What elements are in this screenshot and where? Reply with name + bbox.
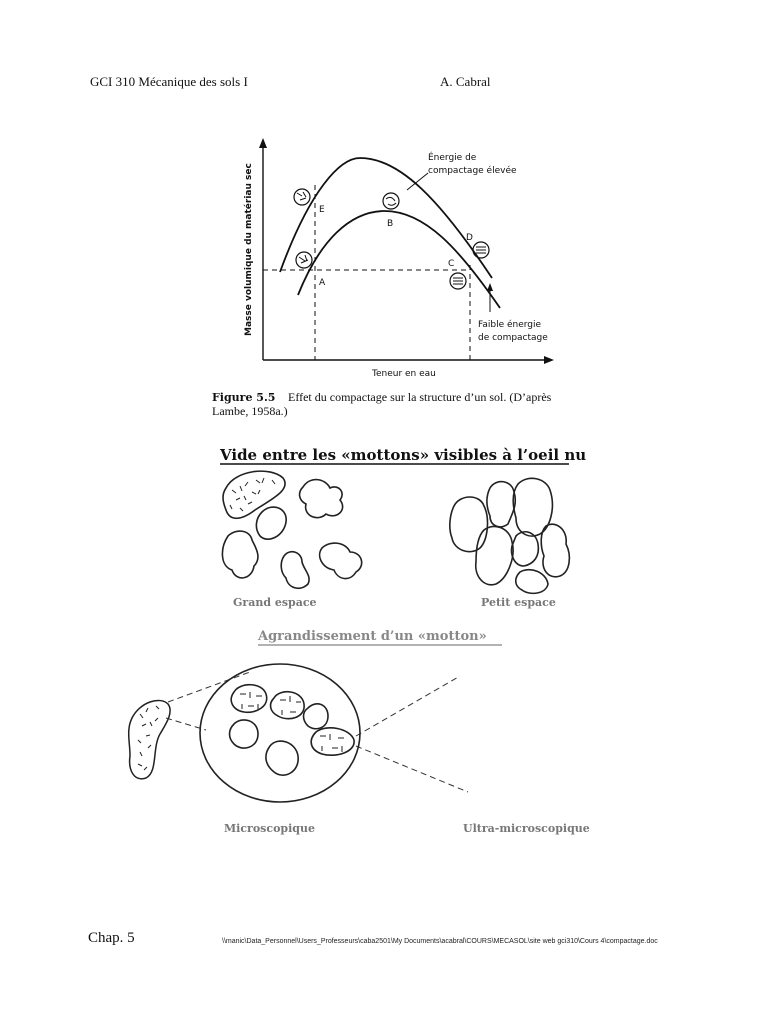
header-author: A. Cabral [440,74,491,89]
x-axis-arrow [544,356,554,364]
small-void-clod-group [449,477,571,595]
enlargement-section-title: Agrandissement d’un «motton» [257,629,487,644]
large-void-clod-group [221,470,363,590]
low-energy-label-line1: Faible énergie [478,319,542,330]
figure-number: Figure 5.5 [212,391,275,404]
high-energy-curve [279,157,493,279]
structure-circle-a [295,251,313,269]
point-c-label: C [448,259,454,269]
ultra-microscopic-label: Ultra-microscopique [463,822,590,835]
footer-chapter: Chap. 5 [88,930,135,946]
magnified-clod [199,663,361,803]
projection-line-ultra-bottom [355,745,469,793]
small-void-label: Petit espace [481,596,556,609]
large-void-label: Grand espace [233,596,317,609]
low-energy-label-line2: de compactage [478,333,548,343]
y-axis-arrow [259,138,267,148]
high-energy-label-line1: Énergie de [428,151,477,163]
high-energy-pointer [406,172,429,191]
point-a-label: A [319,278,326,288]
figure-caption-line1: Effet du compactage sur la structure d’u… [288,390,552,404]
projection-line-bottom [165,717,207,731]
low-energy-curve [297,210,501,309]
header-course: GCI 310 Mécanique des sols I [90,74,248,89]
structure-circle-b [382,192,400,210]
x-axis-label: Teneur en eau [371,369,436,379]
point-d-label: D [466,233,473,243]
low-energy-pointer-arrow [487,283,493,291]
figure-caption-line2: Lambe, 1958a.) [212,404,288,418]
y-axis-label: Masse volumique du matériau sec [243,163,254,336]
high-energy-label-line2: compactage élevée [428,165,517,176]
structure-circle-c [449,272,467,290]
structure-circle-d [472,241,490,259]
projection-line-top [167,671,251,703]
small-clod [127,699,171,780]
structure-circle-e [293,188,311,206]
enlargement-section: Agrandissement d’un «motton» Microscopiq… [127,629,590,835]
clods-section-title: Vide entre les «mottons» visibles à l’oe… [219,446,586,464]
point-b-label: B [387,219,393,229]
point-e-label: E [319,205,325,215]
clods-section: Vide entre les «mottons» visibles à l’oe… [219,446,586,609]
compaction-chart: E A B C D Énergie de compactage élevée F… [212,138,554,418]
projection-line-ultra-top [355,675,461,737]
footer-file-path: \\manic\Data_Personnel\Users_Professeurs… [222,938,658,945]
microscopic-label: Microscopique [224,822,315,835]
